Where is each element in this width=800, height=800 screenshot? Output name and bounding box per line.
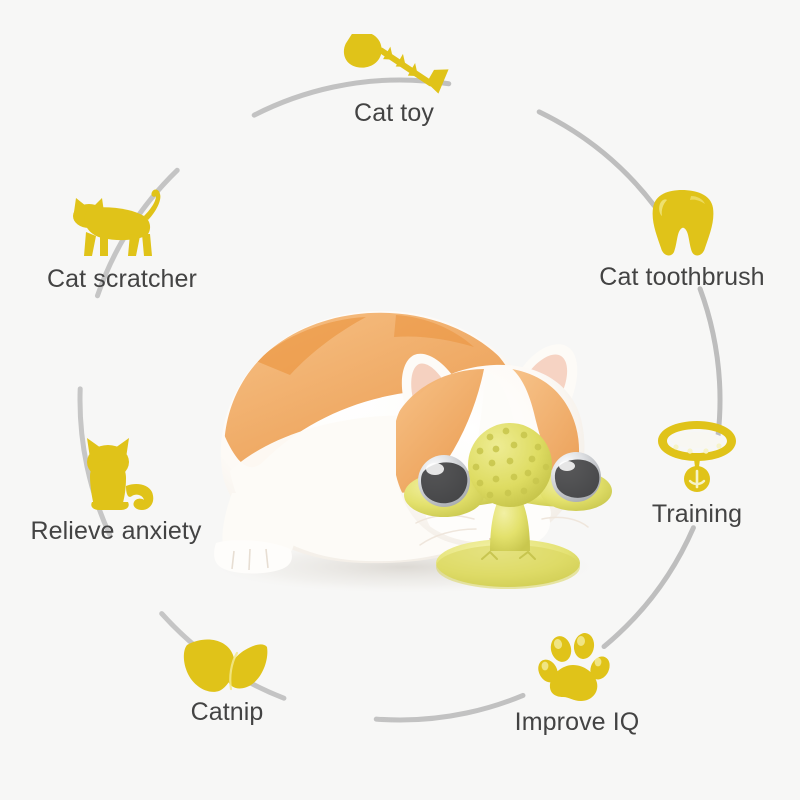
feature-label-training: Training bbox=[651, 500, 743, 528]
feature-relieve-anxiety[interactable]: Relieve anxiety bbox=[0, 432, 241, 545]
feature-training[interactable]: Training bbox=[572, 415, 800, 528]
kitten-orange-stripe-1 bbox=[256, 317, 366, 375]
kitten-toes bbox=[231, 548, 269, 571]
feature-label-improve-iq: Improve IQ bbox=[514, 708, 640, 736]
toy-right-ball-highlight bbox=[559, 461, 575, 471]
feature-label-cat-toy: Cat toy bbox=[354, 99, 434, 127]
toy-base-emboss bbox=[481, 550, 536, 560]
feature-label-cat-toothbrush: Cat toothbrush bbox=[599, 263, 765, 291]
windmill-cat-toy bbox=[404, 423, 612, 589]
toy-spiky-ball bbox=[468, 423, 552, 507]
feature-cat-toy[interactable]: Cat toy bbox=[269, 31, 519, 127]
product-photo bbox=[190, 275, 620, 605]
paw-print-icon bbox=[537, 633, 617, 705]
feature-catnip[interactable]: Catnip bbox=[102, 633, 352, 726]
toy-suction-base-rim bbox=[436, 545, 580, 589]
tooth-icon bbox=[649, 186, 715, 260]
feature-label-catnip: Catnip bbox=[190, 698, 264, 726]
kitten-orange-stripe-2 bbox=[394, 315, 474, 347]
feature-label-relieve-anxiety: Relieve anxiety bbox=[30, 517, 202, 545]
feature-cat-scratcher[interactable]: Cat scratcher bbox=[0, 186, 247, 293]
toy-left-ball-highlight bbox=[426, 463, 444, 475]
catnip-leaves-icon bbox=[181, 633, 273, 695]
toy-spiky-ball-nubs bbox=[472, 427, 550, 499]
feature-cat-toothbrush[interactable]: Cat toothbrush bbox=[557, 186, 800, 291]
walking-cat-icon bbox=[70, 186, 174, 262]
sitting-cat-icon bbox=[74, 432, 158, 514]
feature-improve-iq[interactable]: Improve IQ bbox=[452, 633, 702, 736]
toy-stem bbox=[490, 497, 530, 551]
kitten-paw bbox=[214, 540, 292, 574]
kitten-head-orange-left bbox=[396, 369, 484, 493]
pet-collar-icon bbox=[654, 415, 740, 497]
fishbone-icon bbox=[338, 31, 450, 96]
feature-label-cat-scratcher: Cat scratcher bbox=[47, 265, 197, 293]
